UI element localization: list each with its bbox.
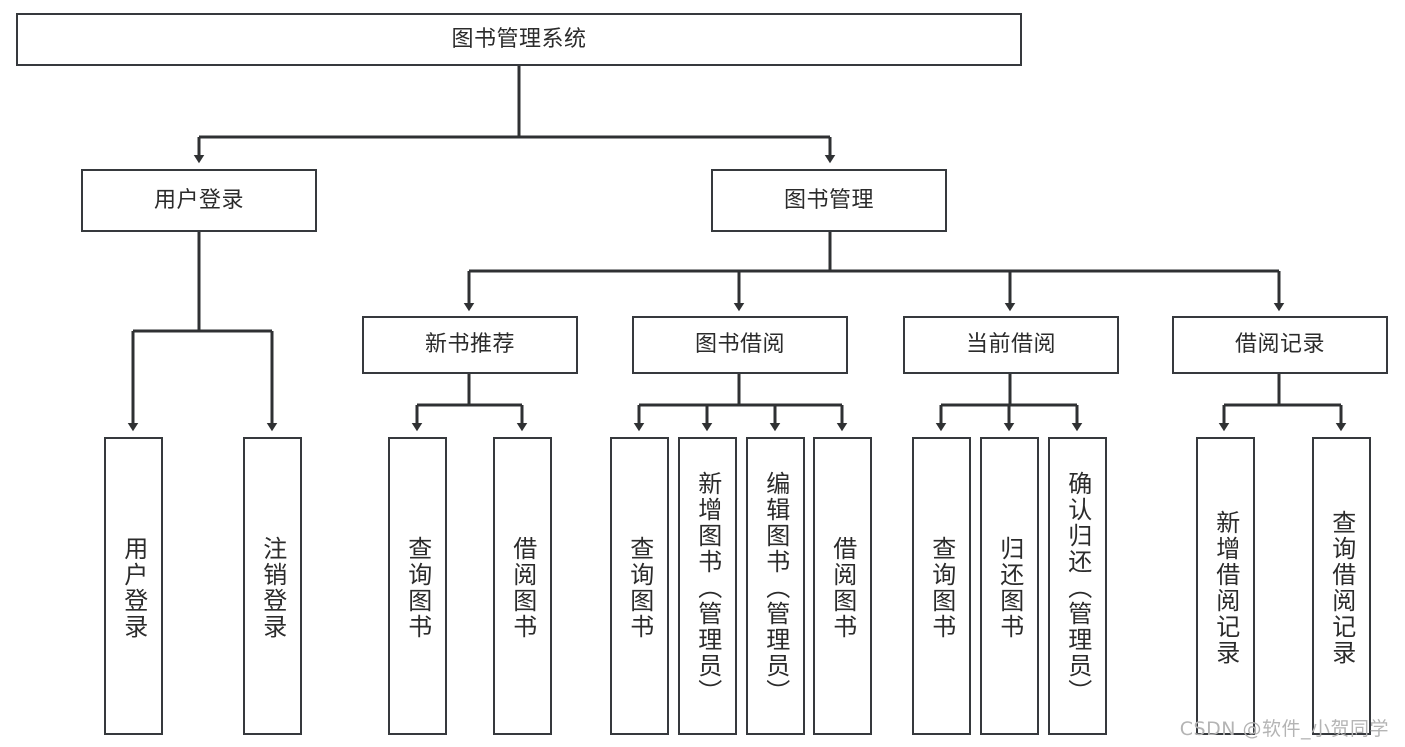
node-label: 查询借阅记录	[1327, 510, 1356, 666]
node-leaf-query-borrow-record[interactable]: 查询借阅记录	[1312, 437, 1371, 735]
node-leaf-query-book-recommend[interactable]: 查询图书	[388, 437, 447, 735]
node-leaf-borrow-book-borrow[interactable]: 借阅图书	[813, 437, 872, 735]
node-label: 确认归还（管理员）	[1063, 471, 1092, 705]
node-label: 查询图书	[403, 536, 432, 640]
node-label: 用户登录	[119, 536, 148, 640]
node-leaf-query-book-current[interactable]: 查询图书	[912, 437, 971, 735]
node-new-book-recommend[interactable]: 新书推荐	[362, 316, 578, 374]
node-label: 当前借阅	[965, 332, 1056, 358]
node-root-book-management-system[interactable]: 图书管理系统	[16, 13, 1022, 66]
node-label: 借阅图书	[828, 536, 857, 640]
node-label: 借阅图书	[508, 536, 537, 640]
node-label: 借阅记录	[1234, 332, 1325, 358]
node-leaf-logout-login[interactable]: 注销登录	[243, 437, 302, 735]
node-label: 注销登录	[258, 536, 287, 640]
node-label: 图书管理	[783, 187, 874, 213]
watermark-text: CSDN @软件_小贺同学	[1179, 718, 1389, 740]
node-label: 归还图书	[995, 536, 1024, 640]
node-label: 编辑图书（管理员）	[761, 471, 790, 705]
node-user-login[interactable]: 用户登录	[81, 169, 317, 232]
node-current-borrow[interactable]: 当前借阅	[903, 316, 1119, 374]
node-label: 查询图书	[927, 536, 956, 640]
node-leaf-return-book[interactable]: 归还图书	[980, 437, 1039, 735]
node-label: 用户登录	[153, 187, 244, 213]
node-label: 新增图书（管理员）	[693, 471, 722, 705]
node-leaf-confirm-return-admin[interactable]: 确认归还（管理员）	[1048, 437, 1107, 735]
node-leaf-query-book-borrow[interactable]: 查询图书	[610, 437, 669, 735]
node-book-borrow[interactable]: 图书借阅	[632, 316, 848, 374]
node-label: 新书推荐	[424, 332, 515, 358]
node-leaf-user-login[interactable]: 用户登录	[104, 437, 163, 735]
node-label: 图书管理系统	[451, 26, 587, 52]
node-book-management[interactable]: 图书管理	[711, 169, 947, 232]
node-leaf-borrow-book-recommend[interactable]: 借阅图书	[493, 437, 552, 735]
node-borrow-record[interactable]: 借阅记录	[1172, 316, 1388, 374]
node-label: 新增借阅记录	[1211, 510, 1240, 666]
node-leaf-add-book-admin[interactable]: 新增图书（管理员）	[678, 437, 737, 735]
node-label: 图书借阅	[694, 332, 785, 358]
node-leaf-edit-book-admin[interactable]: 编辑图书（管理员）	[746, 437, 805, 735]
node-label: 查询图书	[625, 536, 654, 640]
node-leaf-add-borrow-record[interactable]: 新增借阅记录	[1196, 437, 1255, 735]
